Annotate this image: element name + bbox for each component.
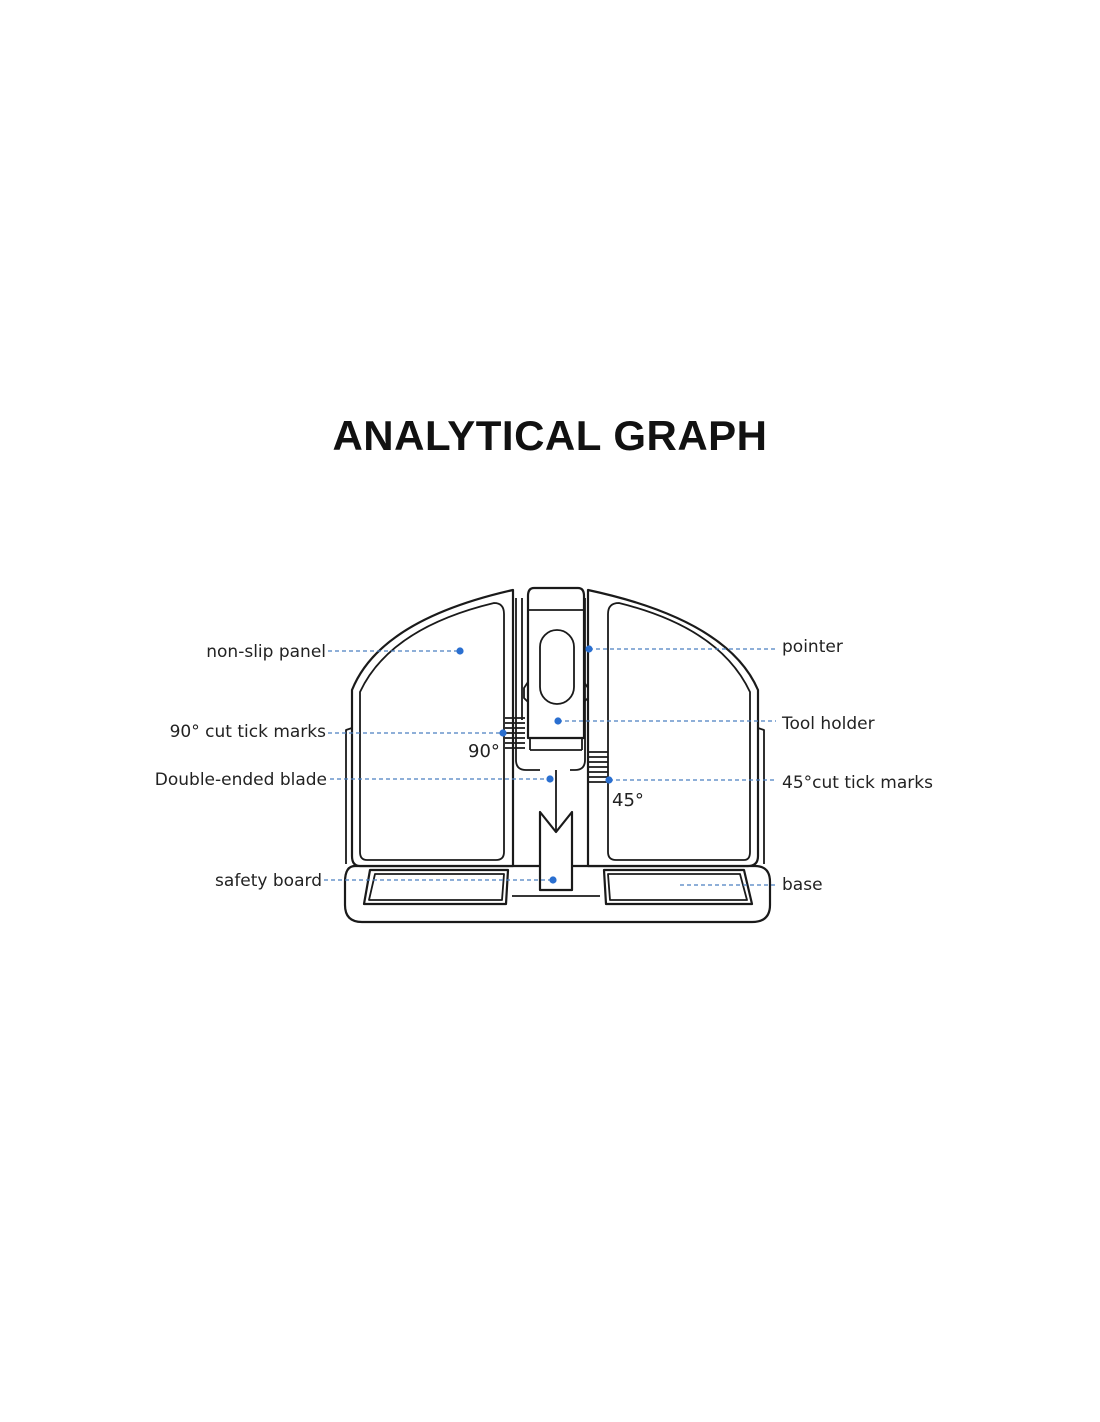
right-channel: [570, 598, 586, 771]
label-base: base: [782, 875, 823, 895]
marker-cut-45: [605, 776, 613, 784]
tick-marks-45: [588, 751, 608, 783]
left-safety-board-inner: [368, 873, 505, 901]
right-safety-board: [602, 868, 754, 906]
left-clip: [523, 681, 529, 703]
right-clip: [583, 681, 589, 703]
marker-safety-board: [549, 876, 557, 884]
right-non-slip-panel: [607, 602, 751, 861]
tool-holder-base: [529, 738, 583, 750]
left-safety-board: [362, 868, 510, 906]
angle-mark-90: 90°: [468, 741, 500, 762]
marker-pointer: [585, 645, 593, 653]
double-ended-blade: [538, 810, 574, 892]
left-non-slip-panel: [359, 602, 505, 861]
marker-tool-holder: [554, 717, 562, 725]
left-housing: [350, 588, 515, 868]
label-cut-90: 90° cut tick marks: [170, 722, 327, 742]
angle-mark-45: 45°: [612, 790, 644, 811]
left-channel: [515, 598, 540, 771]
label-cut-45: 45°cut tick marks: [782, 773, 933, 793]
label-non-slip-panel: non-slip panel: [206, 642, 326, 662]
label-safety-board: safety board: [215, 871, 322, 891]
marker-cut-90: [499, 729, 507, 737]
left-side-lip: [345, 727, 353, 864]
label-pointer: pointer: [782, 637, 843, 657]
right-side-lip: [757, 727, 765, 864]
right-housing: [586, 588, 760, 868]
label-tool-holder: Tool holder: [781, 714, 875, 734]
marker-double-ended-blade: [546, 775, 554, 783]
tool-holder: [526, 586, 586, 740]
page-title: ANALYTICAL GRAPH: [332, 412, 768, 459]
tick-marks-90: [505, 717, 525, 749]
tool-holder-slot: [539, 629, 575, 705]
right-safety-board-inner: [607, 873, 748, 901]
marker-non-slip-panel: [456, 647, 464, 655]
label-double-ended-blade: Double-ended blade: [155, 770, 327, 790]
